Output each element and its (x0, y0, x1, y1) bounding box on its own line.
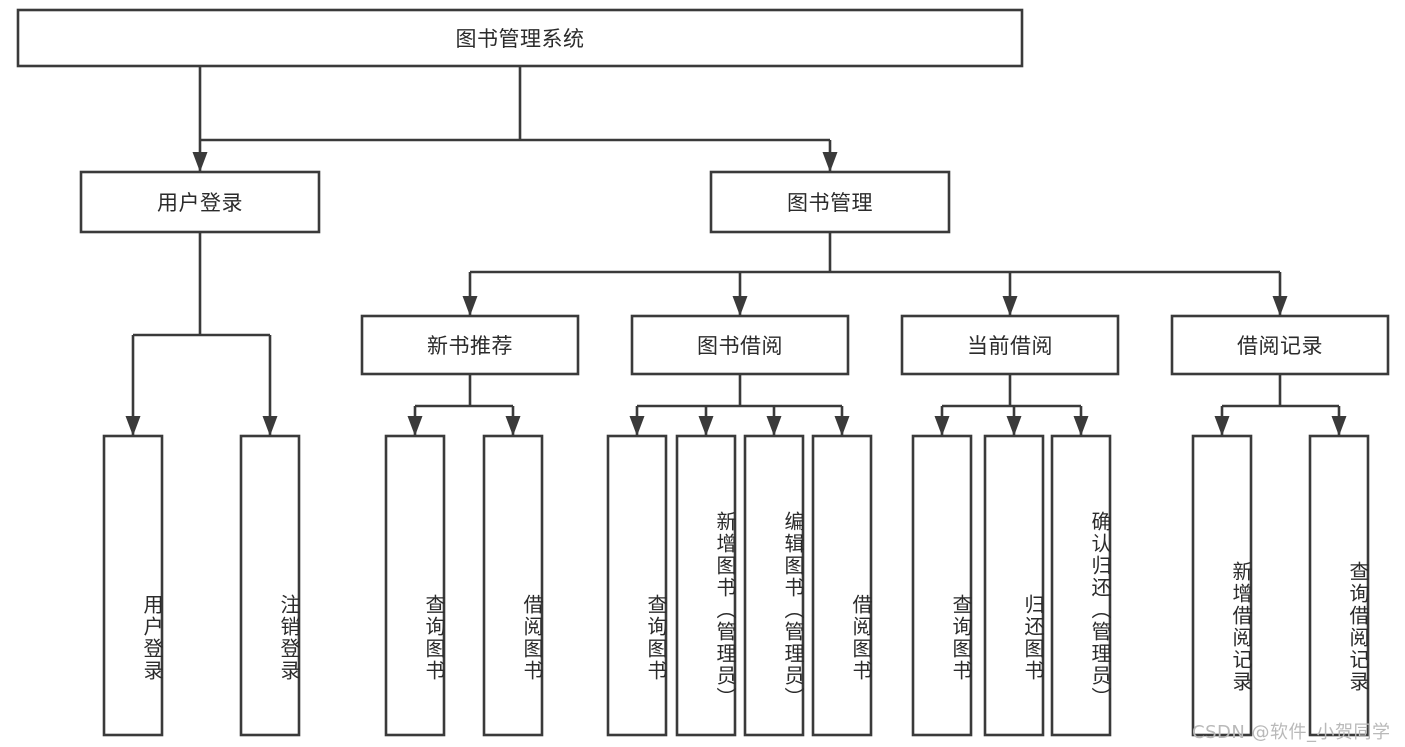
arrow-head-icon (934, 416, 950, 436)
node-leaf-查询图书[interactable] (606, 434, 668, 737)
arrow-head-icon (732, 296, 748, 316)
arrow-head-icon (192, 152, 208, 172)
csdn-watermark: CSDN @软件_小贺同学 (1192, 722, 1391, 743)
node-level2-图书管理[interactable] (709, 170, 951, 234)
arrow-head-icon (1272, 296, 1288, 316)
node-leaf-确认归还（管理员）[interactable] (1050, 434, 1112, 737)
node-leaf-查询图书[interactable] (384, 434, 446, 737)
node-leaf-查询借阅记录[interactable] (1308, 434, 1370, 737)
arrow-head-icon (262, 416, 278, 436)
arrow-head-icon (629, 416, 645, 436)
node-level3-借阅记录[interactable] (1170, 314, 1390, 376)
node-leaf-归还图书[interactable] (983, 434, 1045, 737)
node-root-图书管理系统[interactable] (16, 8, 1024, 68)
arrow-head-icon (407, 416, 423, 436)
node-leaf-查询图书[interactable] (911, 434, 973, 737)
arrow-head-icon (698, 416, 714, 436)
arrow-head-icon (822, 152, 838, 172)
arrow-head-icon (1214, 416, 1230, 436)
arrow-head-icon (1006, 416, 1022, 436)
node-leaf-编辑图书（管理员）[interactable] (743, 434, 805, 737)
arrow-head-icon (1331, 416, 1347, 436)
arrow-head-icon (1073, 416, 1089, 436)
arrow-head-icon (1002, 296, 1018, 316)
node-level3-当前借阅[interactable] (900, 314, 1120, 376)
arrow-head-icon (505, 416, 521, 436)
node-leaf-借阅图书[interactable] (811, 434, 873, 737)
connector-layer (125, 66, 1347, 436)
node-leaf-用户登录[interactable] (102, 434, 164, 737)
node-leaf-借阅图书[interactable] (482, 434, 544, 737)
arrow-head-icon (125, 416, 141, 436)
node-level3-新书推荐[interactable] (360, 314, 580, 376)
node-leaf-新增图书（管理员）[interactable] (675, 434, 737, 737)
node-leaf-新增借阅记录[interactable] (1191, 434, 1253, 737)
arrow-head-icon (766, 416, 782, 436)
arrow-head-icon (462, 296, 478, 316)
node-level2-用户登录[interactable] (79, 170, 321, 234)
arrow-head-icon (834, 416, 850, 436)
node-level3-图书借阅[interactable] (630, 314, 850, 376)
box-layer (16, 8, 1390, 737)
node-leaf-注销登录[interactable] (239, 434, 301, 737)
